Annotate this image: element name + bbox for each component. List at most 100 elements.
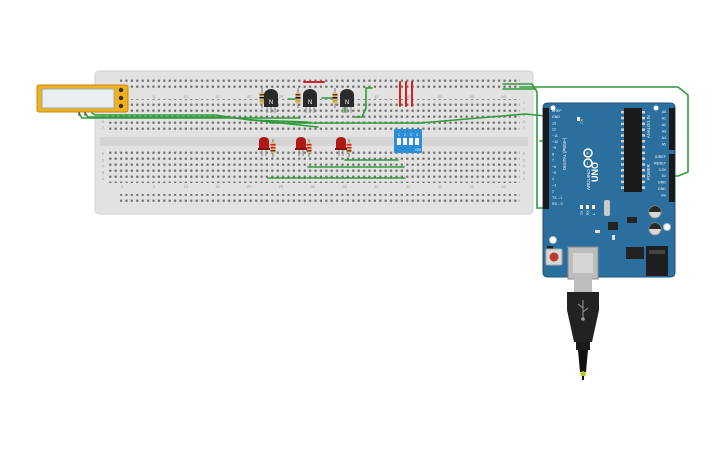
dip-toggle[interactable] [415, 138, 419, 145]
digital-pin-label: 2 [552, 190, 554, 194]
power-pin-label: IOREF [655, 155, 667, 159]
column-number: 5 [153, 184, 156, 189]
green-wire[interactable] [91, 112, 309, 123]
transistor[interactable]: N [264, 89, 278, 113]
resistor[interactable] [259, 88, 265, 108]
small-chip [608, 222, 618, 230]
dip-toggle[interactable] [403, 138, 407, 145]
analog-pin-label: A5 [662, 143, 666, 147]
column-number: 60 [501, 94, 506, 99]
chip-pin [621, 116, 624, 120]
resistor[interactable] [346, 139, 352, 157]
green-wire[interactable] [519, 86, 689, 177]
l-led [592, 205, 595, 209]
column-number: 5 [153, 94, 156, 99]
svg-text:+: + [586, 151, 592, 154]
power-header[interactable] [669, 154, 675, 202]
analog-header[interactable] [669, 108, 675, 150]
chip-pin [621, 134, 624, 137]
digital-pin-label: 13 [552, 121, 556, 125]
digital-header-label: DIGITAL (PWM~) [562, 137, 567, 170]
l-label: L [592, 213, 596, 215]
green-wire[interactable] [269, 113, 547, 124]
column-number: 55 [470, 94, 475, 99]
column-number: 30 [311, 184, 316, 189]
row-letter: H [523, 114, 526, 118]
digital-header[interactable] [543, 108, 549, 209]
row-letter: J [523, 101, 525, 105]
row-letter: B [102, 171, 105, 175]
green-wire[interactable] [354, 87, 373, 118]
transistor[interactable]: N [303, 89, 317, 113]
digital-pin-label: 8 [552, 152, 554, 156]
lcd-module[interactable] [36, 84, 129, 116]
resistor[interactable] [332, 88, 338, 108]
row-letter: G [102, 120, 105, 124]
column-number: 55 [470, 184, 475, 189]
tx-led [580, 205, 583, 209]
resistor[interactable] [306, 139, 312, 157]
component [612, 235, 615, 240]
row-letter: D [523, 158, 526, 162]
red-led[interactable] [335, 137, 347, 156]
chip-pin [621, 128, 624, 131]
lcd-pin [118, 87, 124, 93]
power-header-label: POWER [646, 164, 651, 180]
row-letter: C [102, 165, 105, 169]
row-letter: D [102, 158, 105, 162]
chip-pin [642, 163, 645, 166]
mounting-hole [663, 223, 671, 231]
chip-pin [642, 169, 645, 172]
column-number: 10 [183, 184, 188, 189]
analog-header-label: ANALOG IN [646, 115, 651, 138]
red-led[interactable] [258, 137, 270, 156]
digital-pin-label: RX←0 [552, 202, 563, 206]
analog-pin-label: A1 [662, 117, 666, 121]
resistor[interactable] [270, 139, 276, 157]
digital-pin-label: 7 [552, 159, 554, 163]
mounting-hole [549, 236, 557, 244]
chip-pin [642, 122, 645, 126]
column-number: 25 [279, 94, 284, 99]
column-number: 50 [438, 184, 443, 189]
row-letter: B [523, 171, 526, 175]
chip-pin [621, 111, 624, 114]
transistor[interactable]: N [340, 89, 354, 113]
wires [78, 81, 689, 209]
chip-pin [642, 174, 645, 178]
model-text: ARDUINO [586, 169, 591, 190]
dip-toggle[interactable] [409, 138, 413, 145]
dip-switch-body [394, 129, 422, 153]
power-rail-top [120, 79, 520, 90]
row-letter: F [523, 126, 526, 130]
resistor[interactable] [295, 88, 301, 108]
regulator [626, 247, 644, 259]
digital-pin-label: AREF [552, 109, 562, 113]
rx-led [586, 205, 589, 209]
usb-cable[interactable] [567, 278, 599, 380]
red-led[interactable] [295, 137, 307, 156]
green-wire[interactable] [78, 112, 301, 119]
power-pin-label: 3.3V [659, 168, 667, 172]
reset-button[interactable] [545, 248, 563, 266]
power-pin-label: GND [658, 181, 666, 185]
digital-pin-label: 12 [552, 128, 556, 132]
column-number: 15 [215, 94, 220, 99]
digital-pin-label: ~3 [552, 183, 556, 187]
green-wire[interactable] [502, 83, 547, 209]
arduino-logo-icon: − + [583, 148, 593, 168]
chip-pin [621, 186, 624, 189]
column-number: 20 [247, 94, 252, 99]
chip-pin [621, 169, 624, 172]
digital-pin-label: ~9 [552, 146, 556, 150]
dip-toggle[interactable] [397, 138, 401, 145]
resistors [259, 88, 352, 157]
chip-pin [642, 157, 645, 160]
column-number: 20 [247, 184, 252, 189]
column-number: 40 [374, 94, 379, 99]
chip-pin [621, 174, 624, 178]
